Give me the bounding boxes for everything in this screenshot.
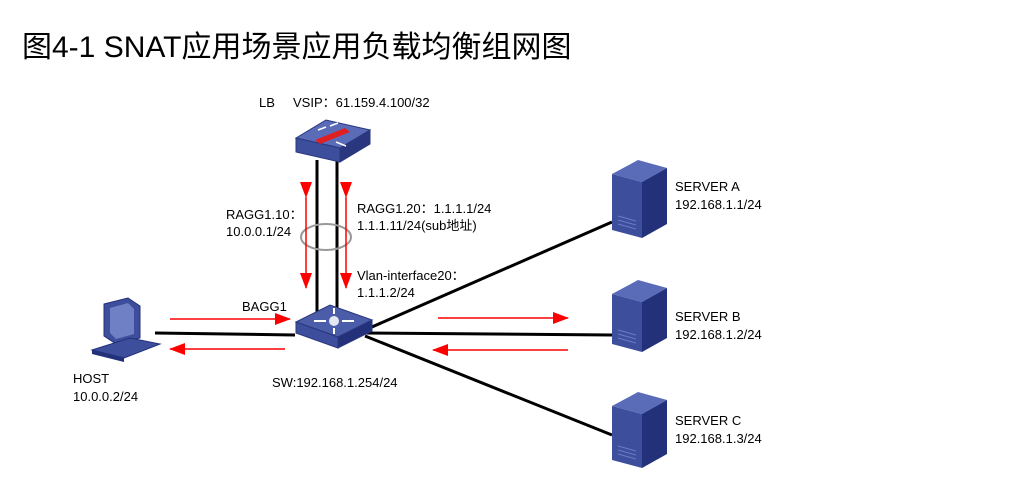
lb-vsip: VSIP：61.159.4.100/32 [293, 95, 430, 110]
bagg-label: BAGG1 [242, 299, 287, 314]
server-b-name: SERVER B [675, 309, 741, 324]
server-c-icon [612, 392, 667, 468]
server-a-link [364, 220, 613, 332]
lb-label: LB [259, 95, 275, 110]
vlan-ip: 1.1.1.2/24 [357, 285, 415, 300]
sw-label: SW:192.168.1.254/24 [272, 375, 398, 390]
server-c-name: SERVER C [675, 413, 741, 428]
traffic-arrows [169, 182, 569, 356]
aggregation-ellipse [300, 223, 352, 251]
host-link [154, 331, 296, 337]
server-b-link [364, 331, 613, 337]
server-a-name: SERVER A [675, 179, 740, 194]
ragg20-sub: 1.1.1.11/24(sub地址) [357, 218, 477, 233]
host-computer-icon [90, 297, 162, 362]
ragg10-name: RAGG1.10： [226, 207, 303, 222]
server-a-ip: 192.168.1.1/24 [675, 197, 762, 212]
host-ip: 10.0.0.2/24 [73, 389, 138, 404]
server-c-link [364, 334, 613, 437]
links [154, 160, 613, 437]
ragg20-name: RAGG1.20：1.1.1.1/24 [357, 201, 491, 216]
figure-title: 图4-1 SNAT应用场景应用负载均衡组网图 [22, 31, 572, 64]
server-b-ip: 192.168.1.2/24 [675, 327, 762, 342]
server-b-icon [612, 280, 667, 352]
vlan-name: Vlan-interface20： [357, 268, 465, 283]
switch-icon: SWITCH [294, 304, 374, 350]
server-a-icon [612, 160, 667, 238]
host-name: HOST [73, 371, 109, 386]
ragg10-ip: 10.0.0.1/24 [226, 224, 291, 239]
server-c-ip: 192.168.1.3/24 [675, 431, 762, 446]
lb-device-icon [294, 119, 372, 163]
